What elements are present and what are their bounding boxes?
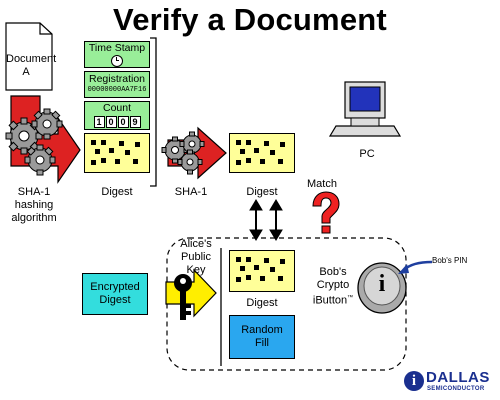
trademark-symbol: ™ (347, 295, 354, 301)
dallas-logo-icon (404, 371, 424, 391)
digest-left-label: Digest (101, 186, 133, 198)
pc-icon (328, 81, 402, 137)
encrypted-digest-box: Encrypted Digest (82, 273, 148, 315)
digest-pattern (91, 140, 140, 165)
time-stamp-box: Time Stamp (84, 41, 150, 68)
document-name-line2: A (22, 66, 30, 78)
bob-line3: iButton (312, 294, 348, 307)
alice-line3: Key (186, 264, 206, 276)
dallas-logo-letter: i (411, 373, 417, 389)
encrypted-digest-line1: Encrypted (90, 281, 140, 293)
digest-box-left (84, 133, 150, 173)
match-label: Match (307, 178, 337, 190)
pin-arrow-icon (398, 260, 433, 274)
count-digit: 1 (93, 116, 105, 128)
alice-line1: Alice's (180, 238, 212, 250)
count-digit: 0 (117, 116, 129, 128)
dallas-logo-name: DALLAS (426, 369, 490, 386)
bob-line2: Crypto (316, 279, 350, 291)
registration-value: 00000000AA7F16 (87, 86, 147, 94)
question-mark-icon (312, 191, 340, 234)
sha1-hashing-line2: hashing (14, 199, 54, 211)
sha1-hashing-line1: SHA-1 (17, 186, 51, 198)
gears-icon (5, 108, 63, 176)
random-fill-line2: Fill (254, 337, 270, 349)
bobs-pin-label: Bob's PIN (432, 256, 468, 265)
bob-crypto-ibutton-label: Bob's Crypto iButton™ (312, 266, 354, 308)
registration-box: Registration 00000000AA7F16 (84, 71, 150, 98)
yellow-arrow-icon (165, 268, 217, 318)
digest-lower-label: Digest (246, 297, 278, 309)
sha1-hashing-label: SHA-1 hashing algorithm (4, 186, 64, 225)
digest-box-lower (229, 250, 295, 292)
record-bracket (150, 37, 157, 187)
alice-line2: Public (181, 251, 211, 263)
middle-gears-icon (161, 131, 205, 175)
count-label: Count (102, 102, 132, 114)
registration-label: Registration (88, 73, 146, 85)
digest-middle-label: Digest (246, 186, 278, 198)
bob-line1: Bob's (319, 266, 347, 278)
ibutton-icon (357, 262, 407, 314)
pc-label: PC (359, 148, 375, 160)
sha1-middle-label: SHA-1 (174, 186, 208, 198)
document-name-line1: Document (6, 53, 57, 65)
digest-pattern (236, 257, 285, 282)
ibutton-letter: i (378, 271, 386, 297)
encrypted-digest-line2: Digest (99, 294, 131, 306)
page-title: Verify a Document (113, 2, 387, 37)
count-digit: 0 (105, 116, 117, 128)
dallas-logo-sub: SEMICONDUCTOR (427, 386, 485, 392)
match-arrows-icon (249, 199, 283, 241)
key-icon (174, 274, 192, 320)
document-icon (5, 22, 53, 91)
sha1-hashing-line3: algorithm (11, 212, 57, 224)
random-fill-box: Random Fill (229, 315, 295, 359)
count-digit: 9 (129, 116, 141, 128)
alice-public-key-label: Alice's Public Key (172, 238, 220, 277)
clock-icon (111, 55, 123, 67)
document-label: Document A (6, 53, 57, 79)
digest-box-middle (229, 133, 295, 173)
time-stamp-label: Time Stamp (88, 42, 146, 54)
digest-pattern (236, 140, 285, 165)
random-fill-line1: Random (241, 324, 283, 336)
